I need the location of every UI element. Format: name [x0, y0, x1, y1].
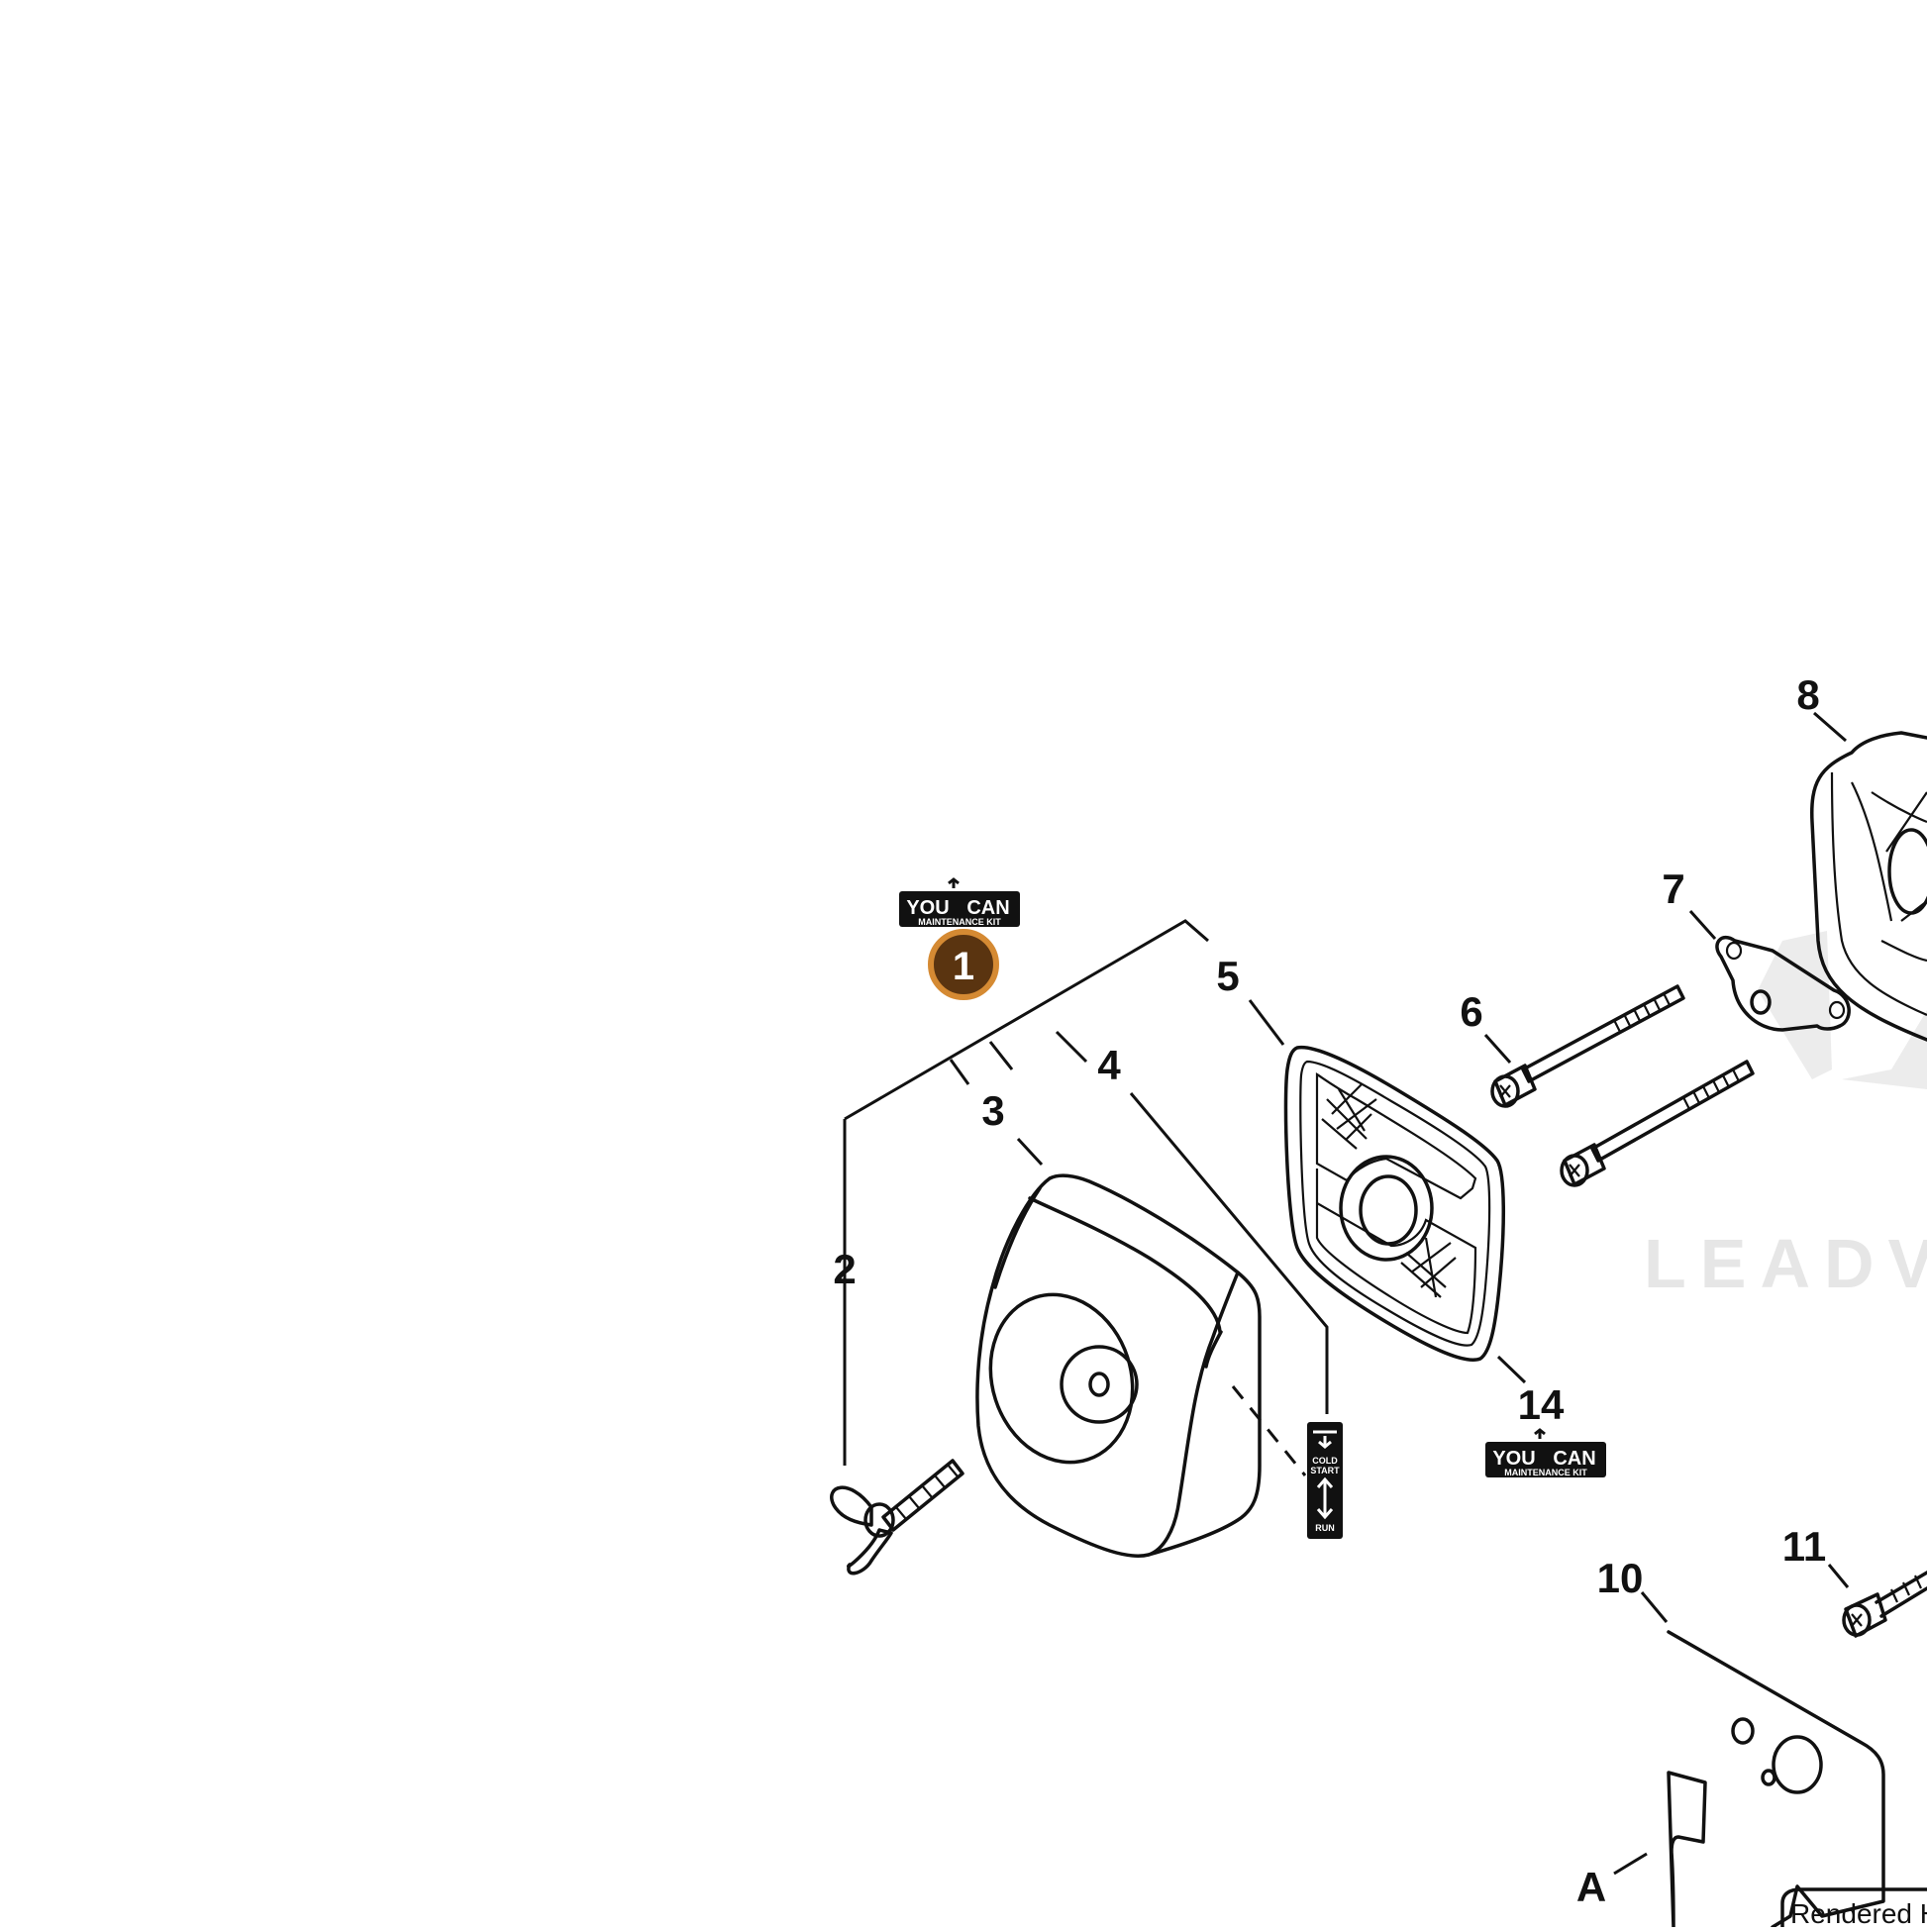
- wing-screw-part-2: [830, 1459, 964, 1576]
- filter-housing-part-8: [1810, 731, 1927, 1042]
- watermark: LEADVENT: [1644, 931, 1927, 1302]
- callout-14: 14: [1518, 1381, 1565, 1428]
- bolt-part-6-upper: [1490, 984, 1685, 1108]
- youcan-badge-bottom: YOU CAN MAINTENANCE KIT: [1485, 1428, 1606, 1477]
- callout-4: 4: [1097, 1042, 1121, 1088]
- callout-a: A: [1576, 1864, 1606, 1910]
- decal-line-1: COLD: [1312, 1456, 1338, 1466]
- badge-bottom-sub: MAINTENANCE KIT: [1504, 1468, 1587, 1477]
- callout-8: 8: [1796, 671, 1819, 718]
- choke-decal-part-4: COLD START RUN: [1307, 1422, 1343, 1539]
- footer-tab: Rendered H: [1780, 1887, 1927, 1929]
- decal-line-2: START: [1310, 1466, 1340, 1475]
- callout-1: 1: [953, 945, 974, 988]
- callout-2: 2: [833, 1246, 856, 1292]
- cover-decal-guide: [1231, 1385, 1307, 1476]
- badge-top-can: CAN: [966, 897, 1009, 919]
- callout-5: 5: [1216, 953, 1239, 999]
- badge-top-you: YOU: [906, 897, 949, 919]
- watermark-logo: [1758, 931, 1927, 1089]
- callout-7: 7: [1662, 865, 1684, 912]
- wrench-icon: [1534, 1428, 1546, 1439]
- badge-bottom-can: CAN: [1553, 1448, 1595, 1470]
- callout-10: 10: [1597, 1555, 1644, 1601]
- air-filter-part-5: [1283, 1045, 1505, 1362]
- callout-3: 3: [981, 1087, 1004, 1134]
- callout-labels: 2 3 4 5 6 7 8 10 11 14 A: [833, 671, 1826, 1910]
- spacer-part-7: [1715, 935, 1851, 1032]
- badge-bottom-you: YOU: [1492, 1448, 1535, 1470]
- footer-text: Rendered H: [1790, 1898, 1927, 1927]
- callout-11: 11: [1782, 1523, 1826, 1570]
- gasket-part-10: [1667, 1630, 1885, 1929]
- decal-arrow-icon: [1316, 1476, 1334, 1520]
- part-leader-lines: [1016, 711, 1850, 1876]
- callout-1-marker[interactable]: 1: [928, 929, 999, 1000]
- callout-6: 6: [1460, 988, 1482, 1035]
- watermark-text: LEADVENT: [1644, 1225, 1927, 1302]
- kit-bracket-lines: [843, 919, 1329, 1466]
- filter-cover-part-3: [975, 1173, 1262, 1558]
- decal-line-3: RUN: [1315, 1523, 1335, 1533]
- youcan-badge-top: YOU CAN MAINTENANCE KIT: [899, 877, 1020, 927]
- badge-top-sub: MAINTENANCE KIT: [918, 917, 1001, 927]
- decal-choke-icon: [1313, 1430, 1337, 1449]
- bolt-part-6-lower: [1560, 1060, 1755, 1187]
- wrench-icon: [948, 877, 960, 888]
- bolt-part-11: [1842, 1571, 1927, 1638]
